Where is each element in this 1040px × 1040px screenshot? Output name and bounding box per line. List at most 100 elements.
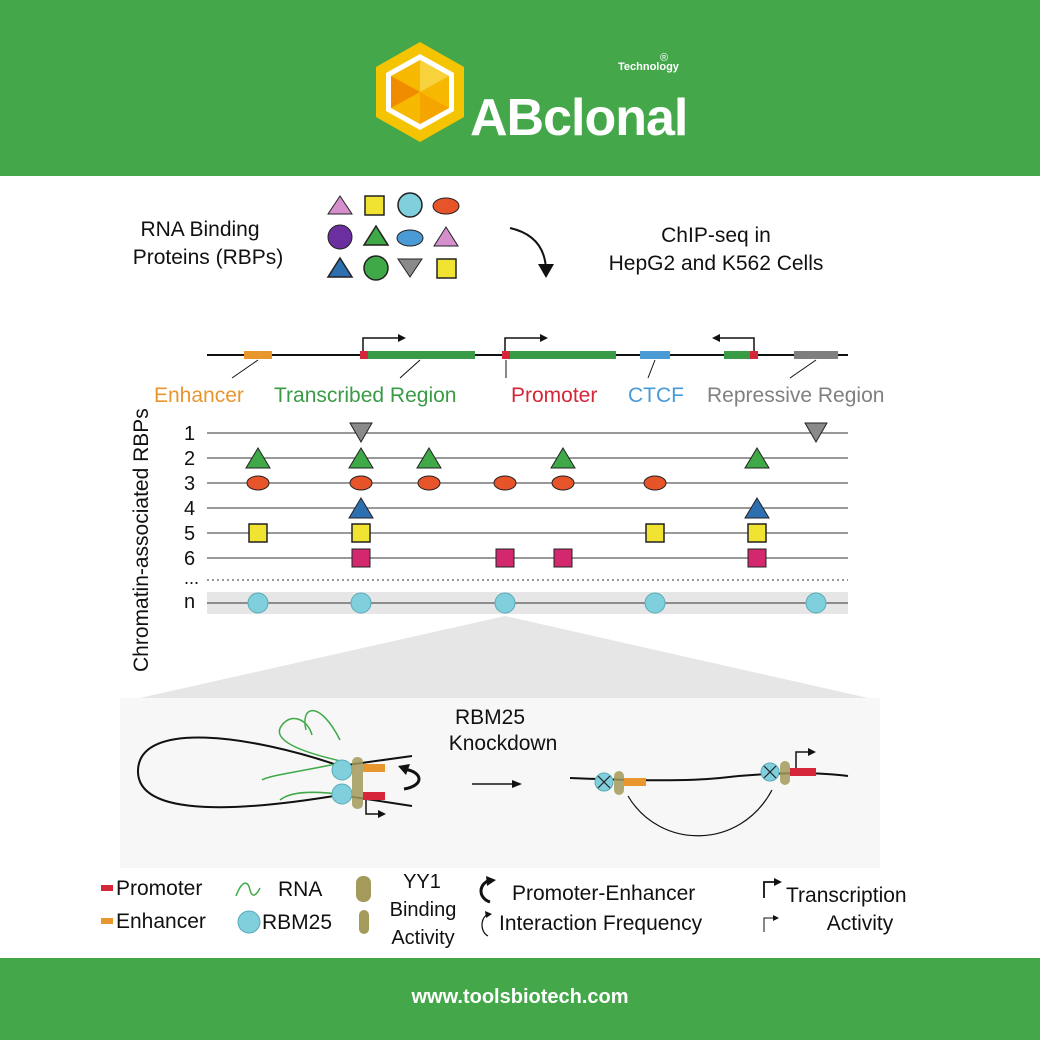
rbp-marker [351,548,371,568]
hexagon-logo-icon [376,42,464,142]
ctcf-segment [640,351,670,359]
rbp-label-line2: Proteins (RBPs) [133,246,284,269]
tss-arrow-icon [795,751,808,768]
rbp-chromatin-diagram: RNA Binding Proteins (RBPs) ChIP-seq in … [101,192,907,949]
linear-chromatin [569,748,849,837]
transcribed-segment [724,351,750,359]
zoom-wedge [140,616,868,698]
tss-arrow-icon [720,337,755,351]
legend-transcription-line2: Activity [827,912,894,935]
legend-enhancer-label: Enhancer [116,910,206,933]
region-label-repressive: Repressive Region [707,384,884,407]
interaction-arrow-icon [403,767,421,791]
legend-rna-label: RNA [278,878,322,901]
triangle-shape [326,256,354,278]
rbm25-marker [331,759,353,781]
rbp-marker [247,592,269,614]
repressive-segment [794,351,838,359]
rbp-marker [349,475,373,491]
low-interaction-icon [481,913,489,937]
legend-promoter-label: Promoter [116,877,202,900]
legend-promoter-swatch [101,885,113,891]
circle-shape [327,224,353,250]
ellipse-shape [396,229,424,247]
enhancer-segment [244,351,272,359]
rbp-marker [351,523,371,543]
rbp-marker [553,548,573,568]
abclonal-logo: Technology ® ABclonal [370,40,688,144]
triangle-shape [433,226,459,247]
promoter-block [790,768,816,776]
yy1-low-icon [359,910,369,934]
tss-arrow-icon [365,800,378,815]
yy1-high-icon [356,876,371,902]
rbp-marker [495,548,515,568]
header-band: Technology ® ABclonal [0,0,1040,176]
rbp-marker [643,475,667,491]
enhancer-block [624,778,646,786]
promoter-block [363,792,385,800]
row-label: 2 [184,448,195,470]
legend-enhancer-swatch [101,918,113,924]
rbp-marker [804,422,828,443]
rbp-marker [246,475,270,491]
yy1-marker [780,761,790,785]
footer-url[interactable]: www.toolsbiotech.com [411,986,629,1008]
legend-interaction-line2: Interaction Frequency [499,912,703,935]
rbp-marker [744,447,770,469]
yy1-marker [352,757,363,809]
zoom-panel-background [120,698,880,868]
rbp-marker [350,592,372,614]
legend-interaction-line1: Promoter-Enhancer [512,882,695,905]
rbp-marker [551,475,575,491]
curved-arrow-icon [509,227,547,271]
genome-track [207,334,848,379]
tss-arrow-icon [504,337,540,351]
rbp-marker [417,475,441,491]
square-shape [436,258,457,279]
legend-yy1-line1: YY1 [403,871,441,893]
promoter-segment [750,351,758,359]
chromatin-loop [136,709,421,818]
circle-shape [363,255,389,281]
tss-arrow-icon [362,337,398,351]
knockdown-label-line2: Knockdown [449,732,558,755]
circle-shape [397,192,423,218]
legend-transcription-line1: Transcription [786,884,907,907]
triangle-shape [397,258,423,278]
row-label: 1 [184,423,195,445]
rbp-marker [416,447,442,469]
rbp-rows: 1 2 3 4 5 6 ... n [184,422,848,614]
chipseq-label-line2: HepG2 and K562 Cells [609,252,824,275]
yy1-marker [614,771,624,795]
row-label: 6 [184,548,195,570]
legend: Promoter Enhancer RNA RBM25 YY1 Binding … [101,871,907,949]
region-label-transcribed: Transcribed Region [274,384,456,407]
rbp-label-line1: RNA Binding [140,218,259,241]
promoter-segment [502,351,510,359]
ellipse-shape [432,197,460,215]
legend-rbm25-label: RBM25 [262,911,332,934]
rbp-marker [348,447,374,469]
y-axis-label: Chromatin-associated RBPs [130,408,153,672]
row-label: n [184,591,195,613]
triangle-shape [362,224,390,246]
interaction-arc [627,789,773,837]
rbp-marker [644,592,666,614]
rna-strand [304,709,341,741]
row-label: ... [184,568,199,588]
rbp-marker [493,475,517,491]
region-label-ctcf: CTCF [628,384,684,407]
rbp-marker [248,523,268,543]
region-label-promoter: Promoter [511,384,597,407]
row-label: 3 [184,473,195,495]
triangle-shape [327,195,353,215]
rbm25-icon [237,910,261,934]
rbp-marker [245,447,271,469]
transcribed-segment [510,351,616,359]
high-transcription-icon [763,881,776,898]
legend-yy1-line3: Activity [391,927,454,949]
logo-wordmark: ABclonal [470,89,688,147]
rbp-marker [747,548,767,568]
enhancer-block [363,764,385,772]
